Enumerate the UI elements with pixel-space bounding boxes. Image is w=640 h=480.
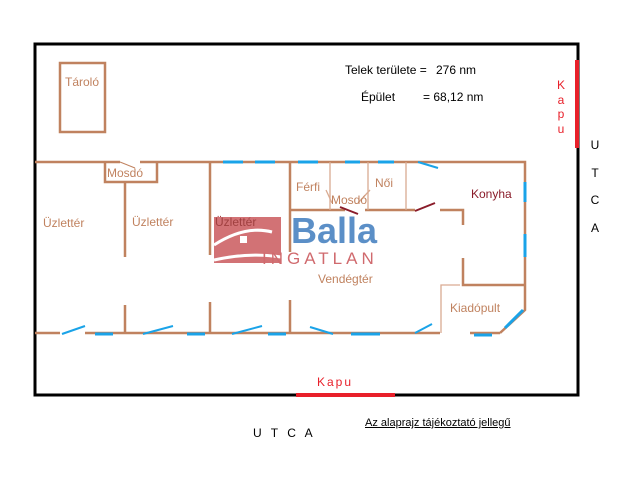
plot-area-label: Telek területe = [345,63,427,77]
room-shop-1: Üzlettér [43,216,85,230]
room-shop-3: Üzlettér [215,215,257,229]
building-area-value: = 68,12 nm [423,90,484,104]
plot-area-value: 276 nm [436,63,477,77]
building-area-label: Épület [361,90,396,104]
gate-right-letter: u [557,121,565,136]
street-right-letter: A [590,220,599,235]
doors [61,161,439,335]
street-right-label: U T C A [590,132,600,242]
gate-bottom-label: Kapu [317,375,354,389]
windows [95,160,527,337]
room-men: Férfi [296,180,320,194]
room-women: Női [375,176,394,190]
room-shop-2: Üzlettér [132,215,174,229]
logo-subtitle: INGATLAN [262,249,378,268]
room-guest-area: Vendégtér [318,272,373,286]
street-right-letter: T [591,165,599,180]
street-right-letter: U [590,138,600,152]
balla-logo [213,217,282,263]
street-bottom-label: U T C A [253,426,316,440]
gate-right-label: K a p u [556,78,566,136]
room-storage: Tároló [65,75,100,89]
disclaimer: Az alaprajz tájékoztató jellegű [365,417,511,429]
gate-right-letter: a [557,92,565,107]
room-kitchen: Konyha [471,187,512,201]
gate-right-letter: p [557,107,565,121]
gate-right-letter: K [556,78,565,92]
street-right-letter: C [590,193,600,207]
storage-outline [58,61,107,134]
logo-name: Balla [291,210,378,251]
room-washroom-left: Mosdó [107,166,144,180]
room-counter: Kiadópult [450,301,501,315]
room-washroom-mid: Mosdó [331,193,368,207]
